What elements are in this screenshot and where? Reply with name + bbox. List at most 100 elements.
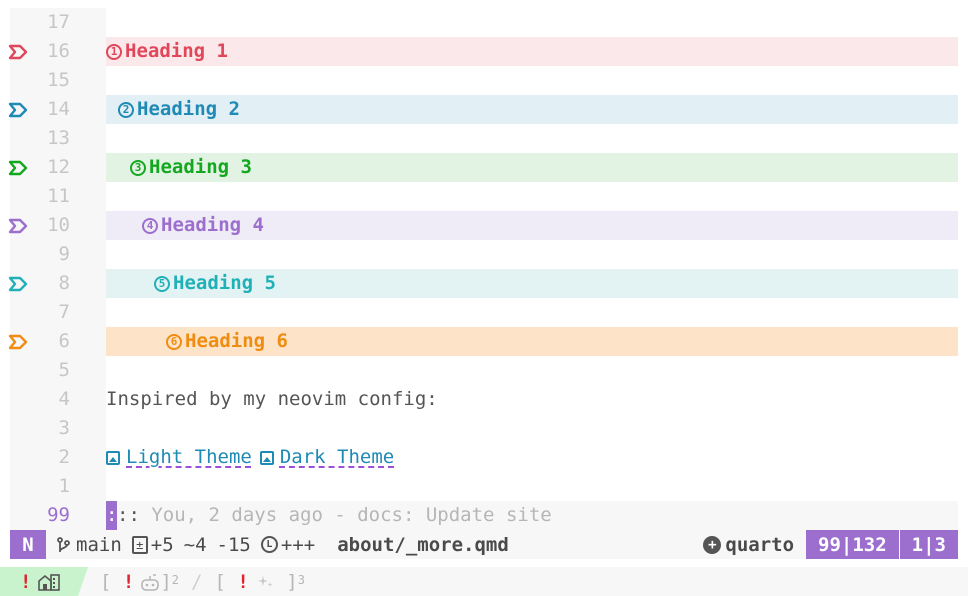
editor-line[interactable]: 17 [0, 8, 968, 37]
line-number: 3 [58, 417, 70, 439]
line-number: 16 [47, 40, 70, 62]
robot-icon [141, 573, 160, 591]
tab-3[interactable]: [ ! ]3 [214, 570, 305, 593]
heading-sign-icon [8, 218, 28, 234]
git-branch: main [56, 534, 122, 556]
paragraph-text: Inspired by my neovim config: [106, 388, 438, 410]
heading-level-icon: 1 [106, 43, 122, 60]
heading-highlight [106, 95, 958, 124]
line-number: 8 [58, 272, 70, 294]
tab-2[interactable]: [ ! ]2 [100, 570, 180, 593]
editor-line[interactable]: 15 [0, 66, 968, 95]
heading-level-icon: 2 [118, 101, 134, 118]
heading-highlight [106, 153, 958, 182]
cursor-position: 99|132 [806, 530, 899, 559]
error-icon: ! [122, 570, 135, 593]
sparkles-icon [257, 575, 273, 587]
line-number: 7 [58, 301, 70, 323]
heading-sign-icon [8, 44, 28, 60]
line-number: 1 [58, 475, 70, 497]
editor-line[interactable]: 99::: You, 2 days ago - docs: Update sit… [0, 501, 968, 530]
git-diff: ± +5 ~4 -15 [131, 533, 251, 556]
line-text: :: [117, 504, 140, 526]
line-number: 2 [58, 446, 70, 468]
gutter [10, 8, 106, 530]
line-content: ::: You, 2 days ago - docs: Update site [106, 501, 552, 530]
heading-highlight [106, 211, 958, 240]
lsp-progress: +++ [280, 533, 316, 556]
cursor-column: 1|3 [898, 530, 958, 559]
home-building-icon [38, 573, 61, 591]
heading-text: Heading 3 [149, 156, 252, 178]
heading-text: Heading 6 [185, 330, 288, 352]
heading-sign-icon [8, 160, 28, 176]
git-blame-text: You, 2 days ago - docs: Update site [139, 504, 552, 526]
editor-line[interactable]: 9 [0, 240, 968, 269]
image-link[interactable]: Light Theme [126, 446, 252, 468]
editor-line[interactable]: 1 [0, 472, 968, 501]
heading-text: Heading 5 [173, 272, 276, 294]
editor-line[interactable]: 2 Light Theme Dark Theme [0, 443, 968, 472]
heading-text: Heading 4 [161, 214, 264, 236]
heading-level-icon: 6 [166, 333, 182, 350]
git-branch-icon [57, 536, 70, 552]
tab-separator: / [191, 570, 203, 593]
heading-level-icon: 3 [130, 159, 146, 176]
heading-text: Heading 2 [137, 98, 240, 120]
image-icon [106, 450, 120, 465]
heading-highlight [106, 327, 958, 356]
line-number: 14 [47, 98, 70, 120]
mode-indicator: N [10, 530, 46, 559]
tabline: ! [ ! ]2 / [ ! ]3 [0, 567, 968, 596]
line-number: 13 [47, 127, 70, 149]
statusline: N main ± +5 ~4 -15 L +++ about/_more.qmd… [10, 530, 958, 559]
editor-line[interactable]: 5 [0, 356, 968, 385]
heading-highlight [106, 269, 958, 298]
diff-icon: ± [131, 535, 148, 554]
line-number: 17 [47, 11, 70, 33]
filetype-icon: + [703, 535, 722, 554]
line-number: 11 [47, 185, 70, 207]
line-number: 6 [58, 330, 70, 352]
tab-active[interactable]: ! [0, 567, 88, 596]
line-number: 99 [47, 504, 70, 526]
lsp-icon: L [260, 536, 278, 553]
line-content: Light Theme Dark Theme [106, 443, 394, 472]
editor-line[interactable]: 11 [0, 182, 968, 211]
heading-sign-icon [8, 276, 28, 292]
editor-line[interactable]: 7 [0, 298, 968, 327]
image-link[interactable]: Dark Theme [279, 446, 395, 468]
diff-removed: -15 [216, 533, 251, 556]
heading-sign-icon [8, 102, 28, 118]
error-icon: ! [237, 570, 249, 593]
editor-line[interactable]: 3 [0, 414, 968, 443]
line-number: 10 [47, 214, 70, 236]
diff-changed: ~4 [183, 533, 207, 556]
heading-sign-icon [8, 334, 28, 350]
heading-level-icon: 4 [142, 217, 158, 234]
branch-name: main [76, 533, 122, 556]
line-number: 5 [58, 359, 70, 381]
error-icon: ! [20, 570, 32, 593]
cursorline [106, 501, 958, 530]
heading-level-icon: 5 [154, 275, 170, 292]
line-number: 12 [47, 156, 70, 178]
editor-line[interactable]: 13 [0, 124, 968, 153]
line-content: Inspired by my neovim config: [106, 385, 438, 414]
image-icon [259, 450, 274, 465]
filename: about/_more.qmd [337, 533, 509, 556]
cursor: : [106, 501, 117, 530]
